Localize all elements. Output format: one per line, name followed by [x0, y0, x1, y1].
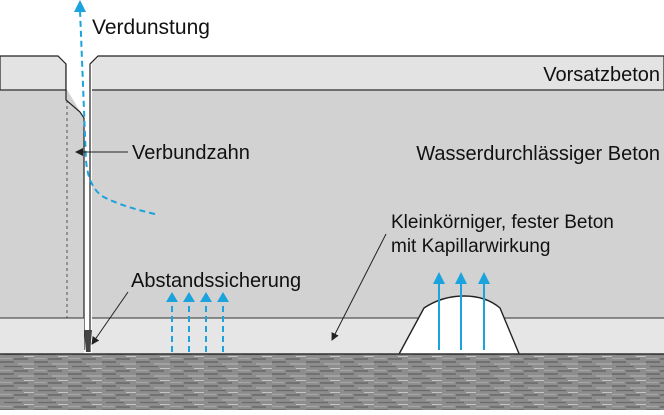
spacer-wedge	[84, 330, 92, 352]
capillary-arrows-left	[166, 292, 229, 352]
water-flow-icon	[183, 292, 195, 352]
bottom-layer-right	[92, 318, 664, 354]
evaporation-label: Verdunstung	[92, 16, 210, 39]
water-flow-icon	[478, 272, 490, 350]
fine-concrete-mound	[396, 295, 522, 357]
permeable-concrete-body	[0, 88, 664, 318]
water-flow-icon	[166, 292, 178, 352]
evaporation-arrow	[74, 0, 156, 215]
spacer-leader	[91, 291, 129, 345]
bond-tooth	[65, 90, 85, 350]
water-flow-icon	[200, 292, 212, 352]
water-flow-icon	[217, 292, 229, 352]
gravel-ground	[0, 354, 664, 410]
fine-concrete-leader	[331, 233, 387, 341]
facing-concrete-layer-left	[0, 55, 67, 91]
fine-concrete-label-line2: mit Kapillarwirkung	[391, 236, 550, 257]
facing-concrete-label: Vorsatzbeton	[543, 64, 660, 86]
spacer-label: Abstandssicherung	[131, 270, 301, 292]
bottom-layer-left	[0, 318, 84, 354]
capillary-arrows-mound	[433, 272, 490, 350]
water-flow-icon	[455, 272, 467, 350]
permeable-concrete-label: Wasserdurchlässiger Beton	[416, 143, 660, 165]
water-flow-icon	[433, 272, 445, 350]
fine-concrete-label-line1: Kleinkörniger, fester Beton	[391, 212, 614, 233]
bond-tooth-label: Verbundzahn	[132, 142, 250, 164]
